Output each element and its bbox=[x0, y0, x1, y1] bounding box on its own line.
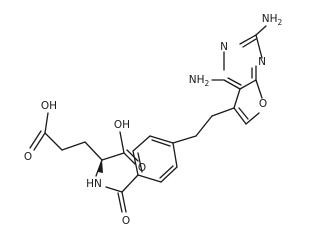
label-hn-amide: HN bbox=[86, 178, 102, 190]
bond-amide-co-double bbox=[117, 192, 123, 213]
bond-c2-nh2 bbox=[255, 25, 267, 36]
amide-group bbox=[95, 159, 139, 213]
bond-ch2b-aryl bbox=[172, 135, 197, 144]
furan-ring bbox=[233, 79, 263, 125]
label-n-lower: N bbox=[258, 56, 266, 68]
bond-c4-c4a bbox=[223, 79, 241, 90]
stereo-wedge bbox=[98, 160, 103, 173]
bond-c4a-c5 bbox=[233, 88, 241, 109]
bond-acid-co-double bbox=[126, 149, 139, 162]
bond-acid-co bbox=[123, 152, 136, 165]
ethyl-linker bbox=[172, 107, 235, 144]
bond-ar-fa-double bbox=[151, 139, 171, 147]
bond-acid-oh bbox=[119, 131, 125, 154]
structure-diagram: NH2 N N NH2 O OH OH O O HN O bbox=[24, 13, 283, 227]
bond-ar-bc-double bbox=[159, 165, 174, 179]
label-o-acid-right: O bbox=[138, 162, 146, 174]
bond-amide-co bbox=[121, 191, 127, 213]
bond-ch2-ch2 bbox=[61, 141, 86, 151]
label-oh-acid-right: OH bbox=[114, 119, 130, 131]
bond-sideacid-oh bbox=[44, 112, 49, 134]
label-n-upper: N bbox=[220, 41, 228, 53]
bond-ar-ab bbox=[172, 142, 178, 168]
label-o-acid-left: O bbox=[24, 151, 32, 163]
molecule-canvas: NH2 N N NH2 O OH OH O O HN O bbox=[24, 13, 283, 227]
bond-c2-n3 bbox=[239, 34, 257, 45]
bond-calpha-cooh bbox=[101, 152, 125, 161]
label-nh2-left: NH2 bbox=[189, 74, 210, 88]
bond-ch2-sidecooh bbox=[44, 132, 63, 151]
bond-ar-ef bbox=[132, 135, 151, 152]
bond-c5-c6 bbox=[233, 107, 247, 125]
bond-c4-c4a-double bbox=[227, 77, 242, 86]
glutamate-chain bbox=[29, 112, 139, 173]
atom-labels: NH2 N N NH2 O OH OH O O HN O bbox=[24, 13, 283, 227]
bond-sideacid-co bbox=[33, 132, 46, 151]
label-o-amide: O bbox=[122, 215, 130, 227]
bond-ch2a-ch2b bbox=[195, 115, 213, 137]
bond-ar-carbonyl bbox=[121, 174, 139, 193]
bond-c4a-c7a bbox=[239, 79, 257, 90]
bond-ar-cd bbox=[137, 174, 162, 183]
bond-c5-c6-double bbox=[238, 107, 249, 120]
bond-ar-de bbox=[132, 150, 139, 176]
benzene-ring bbox=[132, 135, 178, 183]
bond-sideacid-co-double bbox=[29, 130, 42, 149]
bond-ar-fa bbox=[149, 135, 174, 144]
bond-n-calpha bbox=[95, 159, 103, 177]
label-oh-acid-left: OH bbox=[41, 100, 57, 112]
pyrimidine-ring bbox=[211, 25, 267, 90]
bond-calpha-ch2 bbox=[84, 141, 103, 161]
bond-n1-c2 bbox=[255, 34, 263, 59]
label-o-furan: O bbox=[259, 98, 267, 110]
bond-ar-bc bbox=[160, 166, 178, 183]
bond-ar-de-double bbox=[137, 152, 143, 173]
label-nh2-top: NH2 bbox=[262, 13, 283, 27]
bond-c6-o7 bbox=[245, 112, 260, 125]
bond-carbonyl-n bbox=[105, 186, 123, 193]
bond-o7-c7a bbox=[255, 79, 263, 99]
bond-c2-n3-double bbox=[242, 38, 257, 48]
bond-c5-ch2a bbox=[211, 107, 235, 117]
